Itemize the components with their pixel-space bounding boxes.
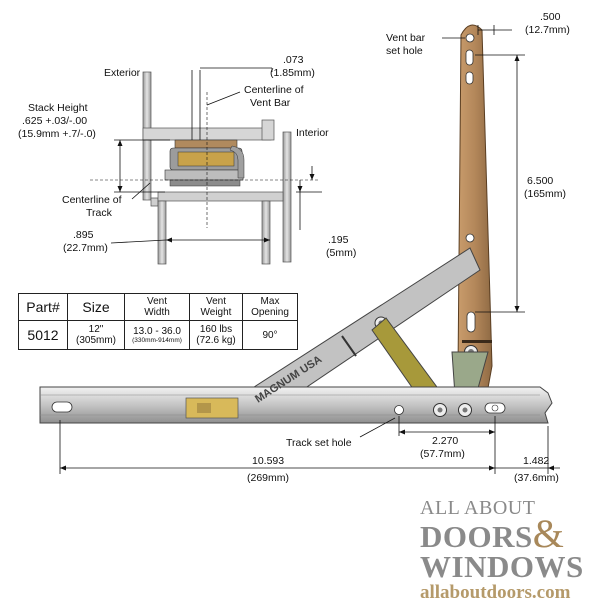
vent-set-hole-label-2: set hole [386,45,423,57]
dim-195-mm: (5mm) [326,247,356,259]
header-size: Size [67,293,125,321]
spec-table: Part# Size Vent Width Vent Weight Max Op… [18,293,298,350]
dim-073-in: .073 [283,54,304,66]
interior-frame [282,131,292,263]
vent-bar [457,24,493,389]
cell-vent-weight: 160 lbs (72.6 kg) [189,320,243,350]
track [39,386,553,424]
dim-10593-mm: (269mm) [247,472,289,484]
track-set-hole [394,405,404,415]
header-vent-width: Vent Width [124,293,190,321]
header-max-opening: Max Opening [242,293,298,321]
centerline-track-label: Centerline of [62,194,122,206]
dim-2270-mm: (57.7mm) [420,448,465,460]
brand-line-2: DOORS& [420,511,565,556]
sliding-shoe [185,397,239,419]
dim-6500-mm: (165mm) [524,188,566,200]
brand-logo: ALL ABOUT DOORS& WINDOWS allaboutdoors.c… [420,497,595,604]
dim-10593-in: 10.593 [252,455,284,467]
exterior-frame-lower [142,139,152,201]
header-part: Part# [18,293,68,321]
dim-195-in: .195 [328,234,349,246]
main-dimensions [59,25,560,474]
dim-1482-mm: (37.6mm) [514,472,559,484]
sash-lip [261,119,275,141]
stack-height-label: Stack Height [28,102,88,114]
dim-6500-in: 6.500 [527,175,553,187]
cell-part: 5012 [18,320,68,350]
centerline-track-label-2: Track [86,207,113,219]
dim-500-mm: (12.7mm) [525,24,570,36]
brand-line-3: WINDOWS [420,549,584,584]
stack-height-value: .625 +.03/-.00 [22,115,87,127]
cross-section-dimensions [90,67,322,244]
dim-500-in: .500 [540,11,561,23]
dim-073-mm: (1.85mm) [270,67,315,79]
vent-set-hole [465,33,475,43]
exterior-label: Exterior [104,67,141,79]
stack-height-mm: (15.9mm +.7/-.0) [18,128,96,140]
centerline-vent-label-2: Vent Bar [250,97,291,109]
cell-max-opening: 90° [242,320,298,350]
centerline-vent-label: Centerline of [244,84,304,96]
spec-table-header: Part# Size Vent Width Vent Weight Max Op… [18,293,298,321]
cell-size: 12" (305mm) [67,320,125,350]
table-row: 5012 12" (305mm) 13.0 - 36.0 (330mm-914m… [18,320,298,350]
dim-2270-in: 2.270 [432,435,458,447]
header-vent-weight: Vent Weight [189,293,243,321]
dim-895-in: .895 [73,229,94,241]
track-set-hole-label: Track set hole [286,437,352,449]
sill-channel [157,191,284,202]
brand-url[interactable]: allaboutdoors.com [420,582,571,603]
dim-895-mm: (22.7mm) [63,242,108,254]
vent-set-hole-label: Vent bar [386,32,426,44]
brand-line-1: ALL ABOUT [420,497,536,519]
vent-bar-section [174,139,238,149]
cell-vent-width: 13.0 - 36.0 (330mm-914mm) [124,320,190,350]
interior-label: Interior [296,127,329,139]
cross-section [142,71,292,265]
track-section [164,169,244,181]
dim-1482-in: 1.482 [523,455,549,467]
brand-ampersand: & [532,511,565,556]
